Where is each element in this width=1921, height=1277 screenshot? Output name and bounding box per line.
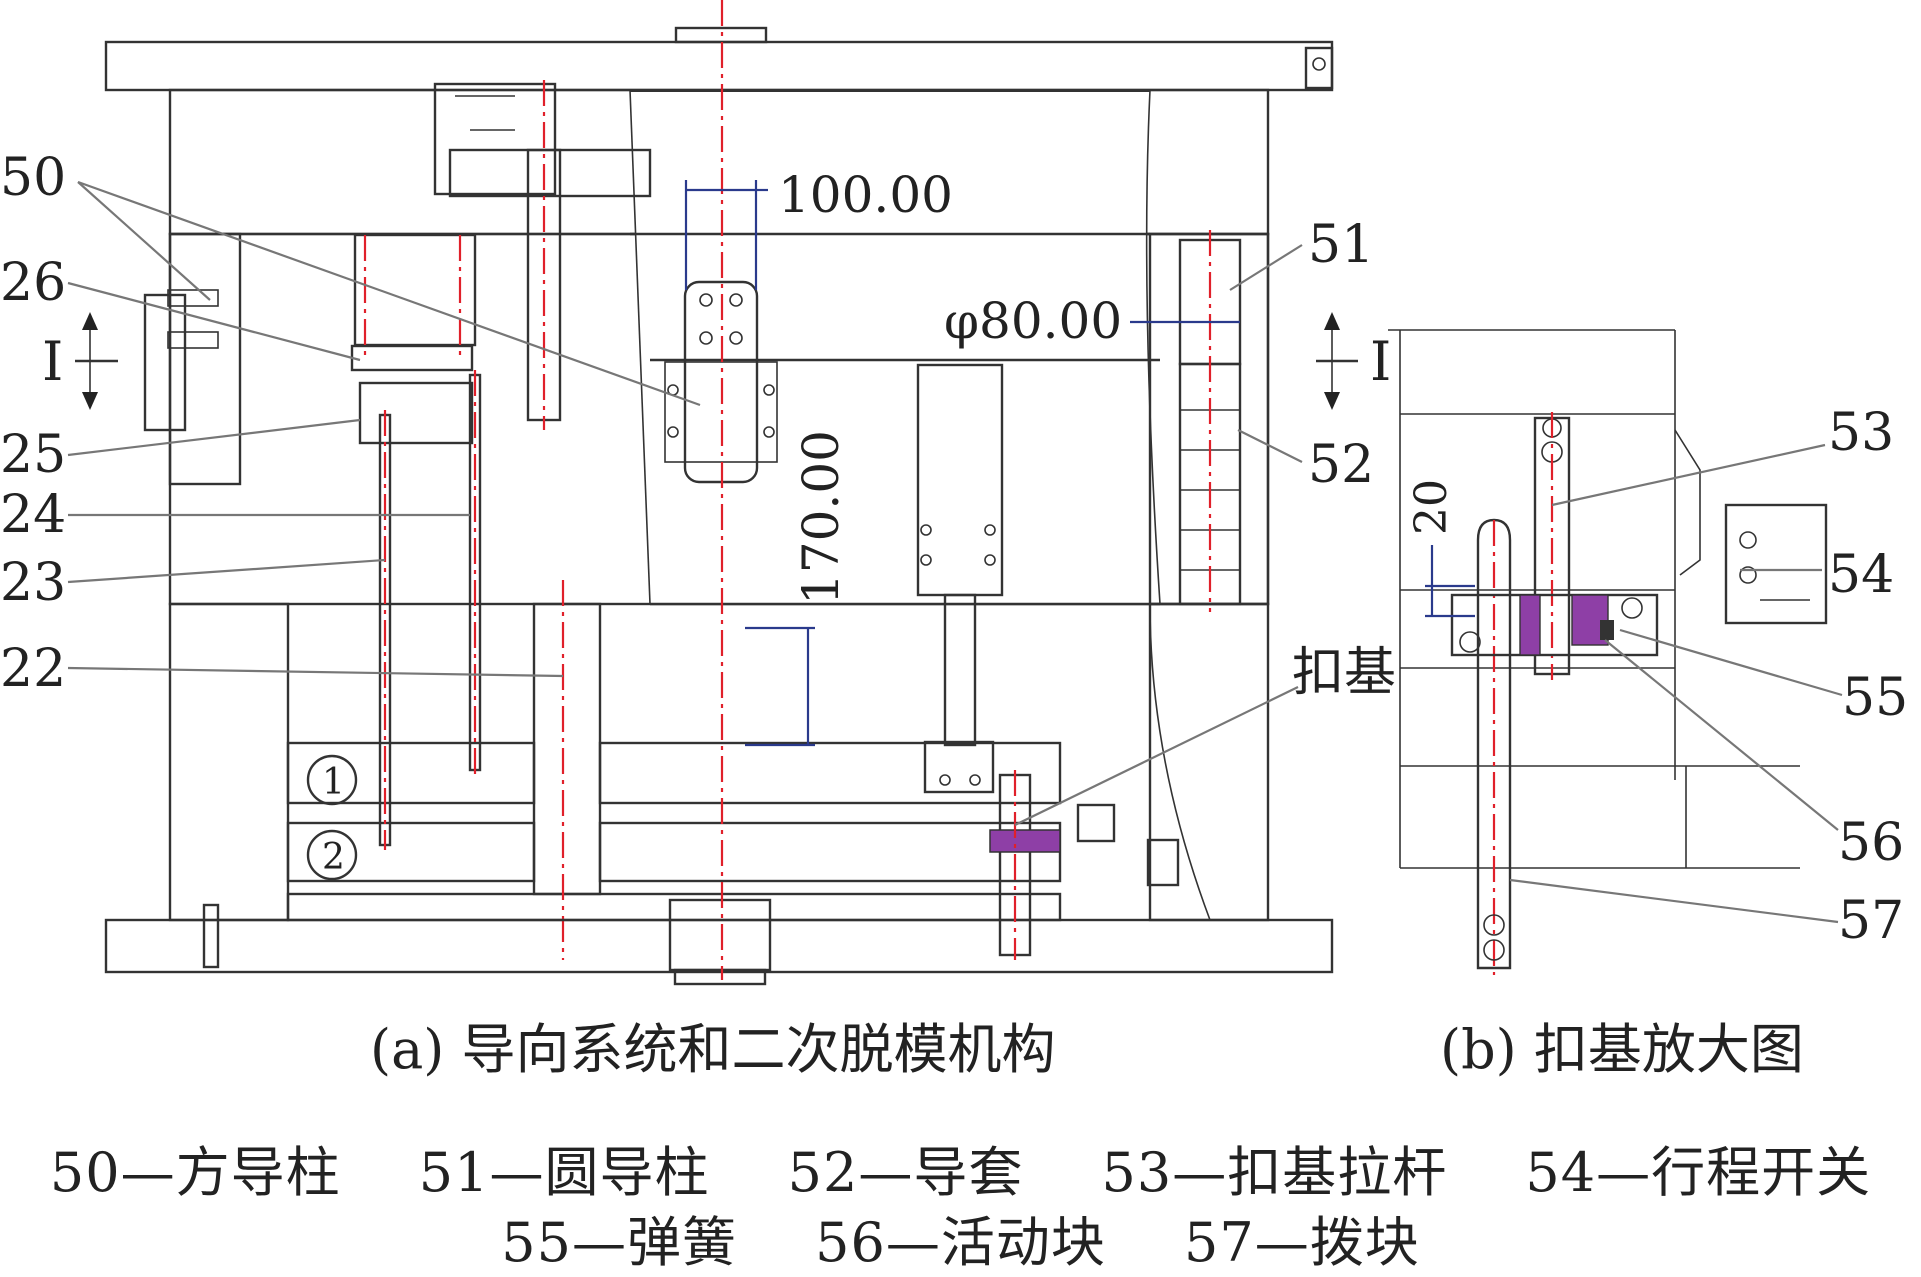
label-22: 22 [0, 639, 66, 699]
section-mark-left: I [42, 330, 63, 393]
legend-line-1: 50—方导柱 51—圆导柱 52—导套 53—扣基拉杆 54—行程开关 [0, 1128, 1921, 1207]
legend-item: 57—拨块 [1184, 1211, 1420, 1274]
legend-item: 56—活动块 [815, 1211, 1106, 1274]
label-55: 55 [1842, 668, 1908, 728]
label-56: 56 [1838, 813, 1904, 873]
legend-item: 52—导套 [787, 1141, 1024, 1204]
label-50: 50 [0, 148, 66, 208]
round-guide-pillar [1178, 238, 1242, 366]
label-26: 26 [0, 253, 66, 313]
label-25: 25 [0, 425, 66, 485]
dimension-phi80: φ80.00 [944, 292, 1122, 350]
label-23: 23 [0, 553, 66, 613]
legend-item: 51—圆导柱 [418, 1141, 710, 1204]
top-clamp-plate [104, 40, 1334, 92]
legend-item: 55—弹簧 [501, 1211, 737, 1274]
legend-item: 54—行程开关 [1525, 1141, 1872, 1204]
label-52: 52 [1308, 435, 1374, 495]
label-54: 54 [1828, 545, 1894, 605]
circled-1: 1 [322, 762, 345, 803]
figure-a-drawing [67, 0, 1675, 986]
limit-switch [1724, 503, 1828, 625]
legend-line-2: 55—弹簧 56—活动块 57—拨块 [0, 1198, 1921, 1277]
bottom-clamp-plate [104, 918, 1334, 974]
legend-item: 50—方导柱 [49, 1141, 341, 1204]
section-mark-right: I [1370, 330, 1391, 393]
caption-a: (a) 导向系统和二次脱模机构 [370, 1018, 1056, 1081]
label-51: 51 [1308, 215, 1374, 275]
figure-b-drawing [1399, 330, 1843, 975]
dimension-100: 100.00 [778, 166, 953, 224]
legend-item: 53—扣基拉杆 [1101, 1141, 1448, 1204]
label-53: 53 [1828, 403, 1894, 463]
label-24: 24 [0, 485, 66, 545]
caption-b: (b) 扣基放大图 [1440, 1018, 1804, 1081]
label-57: 57 [1838, 891, 1904, 951]
dimension-20: 20 [1406, 479, 1457, 535]
circled-2: 2 [322, 837, 345, 878]
dimension-170: 170.00 [792, 430, 850, 605]
dial-block [1476, 518, 1512, 970]
label-latch: 扣基 [1292, 643, 1396, 703]
